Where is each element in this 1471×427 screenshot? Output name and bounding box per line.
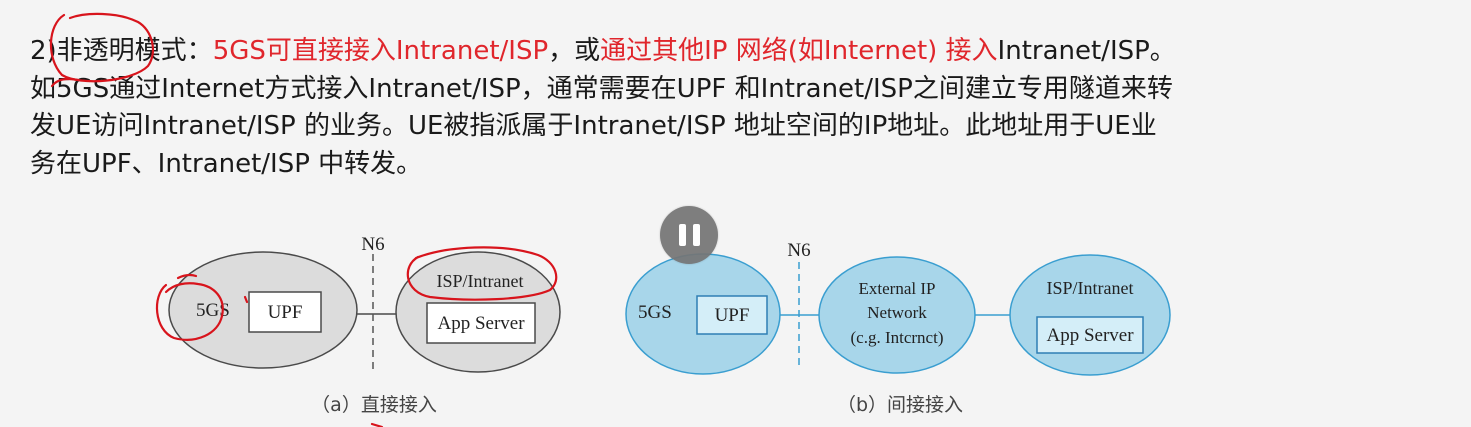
diagram-b-n6-label: N6 [787, 240, 810, 261]
diagram-b: 5GS UPF N6 External IP Network (c.g. Int… [625, 240, 1171, 416]
video-pause-button[interactable] [660, 206, 718, 264]
paragraph-line-2: 如5GS通过Internet方式接入Intranet/ISP，通常需要在UPF … [30, 73, 1173, 104]
diagram-b-app-server-label: App Server [1046, 325, 1134, 346]
annotation-circle-mode [49, 12, 155, 83]
diagram-b-external-ip-line1: External IP [859, 279, 936, 298]
diagram-b-isp-ellipse [1009, 254, 1171, 376]
annotation-dot-upf [243, 295, 249, 304]
line1-suffix: Intranet/ISP。 [997, 36, 1176, 66]
paragraph-line-1: 2)非透明模式：5GS可直接接入Intranet/ISP，或通过其他IP 网络(… [30, 33, 1450, 71]
annotation-circle-isp [406, 246, 558, 301]
paragraph-line-4: 务在UPF、Intranet/ISP 中转发。 [30, 148, 423, 179]
diagram-b-external-ip-line2: Network [867, 303, 927, 322]
annotation-tail-mode [50, 77, 80, 88]
annotation-tick-5gs [176, 273, 198, 280]
diagram-a-caption: （a）直接接入 [311, 394, 437, 416]
pause-icon [678, 224, 686, 246]
line1-highlight-indirect: 通过其他IP 网络(如Internet) 接入 [600, 36, 998, 66]
diagram-b-upf-label: UPF [715, 305, 750, 326]
diagram-a-app-server-label: App Server [437, 313, 525, 334]
annotation-marks [49, 12, 558, 427]
line1-prefix: 2)非透明模式： [30, 36, 213, 66]
line1-highlight-direct: 5GS可直接接入Intranet/ISP [212, 36, 549, 66]
diagram-a-upf-box [248, 291, 322, 333]
diagram-b-5gs-label: 5GS [638, 302, 672, 323]
diagram-b-caption: （b）间接接入 [837, 394, 963, 416]
diagram-a-isp-label: ISP/Intranet [437, 271, 524, 291]
paragraph-line-3: 发UE访问Intranet/ISP 的业务。UE被指派属于Intranet/IS… [30, 111, 1157, 141]
pause-icon-bar [692, 224, 700, 246]
diagram-b-external-ip-line3: (c.g. Intcrnct) [851, 328, 944, 347]
diagram-a-app-server-box [426, 302, 536, 344]
diagram-b-app-server-box [1036, 316, 1144, 354]
diagram-b-upf-box [696, 295, 768, 335]
diagram-a: 5GS UPF N6 ISP/Intranet App Server （a）直接… [168, 234, 561, 416]
diagram-a-upf-label: UPF [268, 302, 303, 323]
diagram-a-5gs-label: 5GS [196, 300, 230, 321]
annotation-circle-5gs [155, 282, 224, 341]
diagram-a-n6-label: N6 [361, 234, 384, 255]
line1-middle: ，或 [548, 36, 601, 66]
paragraph: 2)非透明模式：5GS可直接接入Intranet/ISP，或通过其他IP 网络(… [30, 33, 1450, 183]
diagram-b-isp-label: ISP/Intranet [1047, 278, 1134, 298]
